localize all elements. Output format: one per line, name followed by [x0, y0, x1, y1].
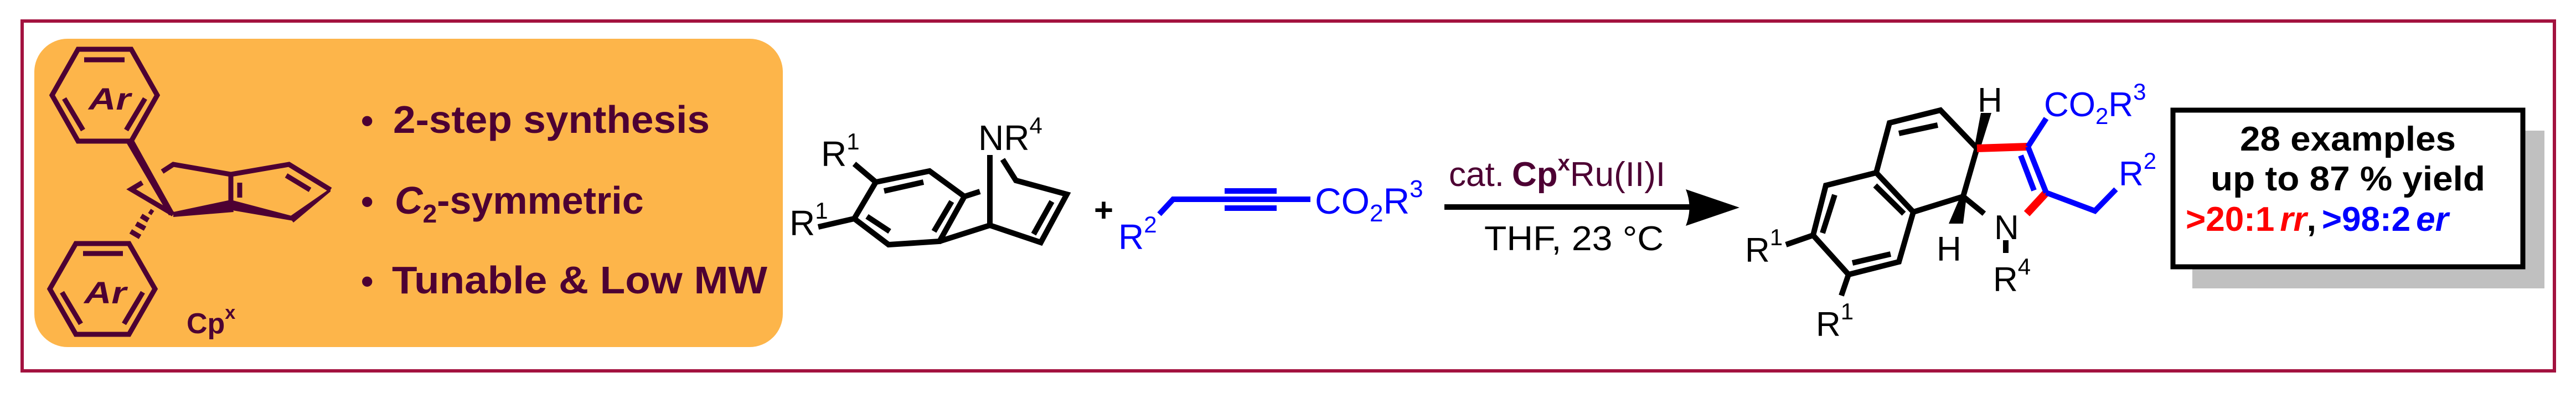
- alkyne-ester-r: R: [1383, 180, 1410, 221]
- alkyne-r2-sup: 2: [1144, 211, 1157, 237]
- results-box-border: [2170, 107, 2526, 270]
- ligand-panel-background: [34, 39, 783, 347]
- alkyne-ester: CO2R3: [1315, 175, 1423, 227]
- feature-c2-symmetric: C2-symmetric: [395, 179, 644, 228]
- product-r4-sup: 4: [2018, 254, 2031, 280]
- cp-ligand-core-icon: [125, 138, 332, 239]
- product: H H N R4 CO2R3 R2 R1 R1: [1745, 79, 2156, 344]
- results-rr-label: rr: [2280, 200, 2308, 239]
- ligand-panel: Ar Ar Cpx: [34, 39, 783, 347]
- alkyne-bonds-icon: [1157, 188, 1310, 216]
- results-er-label: er: [2416, 200, 2450, 239]
- conditions-catalyst: cat.CpxRu(II)I: [1449, 151, 1665, 194]
- ligand-name-sup: x: [225, 302, 235, 323]
- feature-c2-post: -symmetric: [437, 179, 644, 222]
- product-r2: R2: [2119, 148, 2156, 193]
- conditions-catalyst-sup: x: [1558, 151, 1570, 175]
- ligand-name: Cpx: [187, 302, 235, 340]
- product-bonds-icon: [1785, 107, 2118, 297]
- product-r2-sup: 2: [2144, 148, 2156, 174]
- product-n: N: [1994, 209, 2019, 247]
- reactant-azabicycle: NR4 R1 R1: [789, 112, 1071, 248]
- reactant-alkyne: R2 CO2R3: [1118, 175, 1423, 257]
- aryl-label-bottom: Ar: [83, 275, 128, 310]
- results-rr-value: >20:1: [2186, 200, 2274, 239]
- feature-tunable-low-mw: Tunable & Low MW: [392, 258, 767, 302]
- product-r1-left: R1: [1745, 224, 1783, 270]
- product-r2-text: R: [2119, 155, 2144, 193]
- results-examples: 28 examples: [2240, 120, 2456, 158]
- aryl-label-top: Ar: [87, 81, 133, 116]
- alkyne-ester-sup: 3: [1410, 175, 1423, 203]
- alkyne-r2: R2: [1118, 211, 1157, 257]
- alkyne-ester-sub: 2: [1370, 200, 1383, 227]
- arrow-head-icon: [1686, 189, 1739, 226]
- reactant-n-sup: 4: [1029, 112, 1042, 138]
- product-r1-bottom-text: R: [1816, 306, 1841, 344]
- ligand-name-base: Cp: [187, 308, 225, 340]
- conditions-solvent-temp: THF, 23 °C: [1484, 220, 1664, 258]
- feature-bullet: •: [361, 261, 373, 301]
- feature-list: • 2-step synthesis • C2-symmetric • Tuna…: [361, 98, 767, 302]
- results-yield: up to 87 % yield: [2211, 160, 2485, 198]
- conditions-metal: Ru(II)I: [1570, 156, 1665, 194]
- reactant-r1-bottom: R1: [789, 198, 828, 243]
- results-er-value: >98:2: [2322, 200, 2410, 239]
- feature-bullet: •: [361, 101, 373, 141]
- product-h-top: H: [1978, 81, 2002, 120]
- product-r1-left-sup: 1: [1770, 224, 1783, 250]
- reaction-arrow: [1444, 189, 1739, 226]
- conditions-catalyst-name: Cp: [1512, 156, 1558, 194]
- product-ester-co: CO: [2044, 86, 2095, 124]
- product-ester: CO2R3: [2044, 79, 2146, 129]
- product-ester-sup: 3: [2133, 79, 2146, 105]
- reactant-n-label: NR4: [978, 112, 1042, 158]
- feature-c2-pre: C: [395, 179, 424, 222]
- product-r4: R4: [1993, 254, 2031, 299]
- reactant-n-text: NR: [978, 118, 1029, 158]
- alkyne-ester-co: CO: [1315, 180, 1370, 221]
- reactant-r1-top-text: R: [821, 134, 846, 174]
- alkyne-r2-text: R: [1118, 217, 1144, 257]
- product-r1-bottom-sup: 1: [1841, 298, 1854, 324]
- feature-bullet: •: [361, 182, 373, 221]
- feature-2-step-synthesis: 2-step synthesis: [393, 98, 710, 141]
- reactant-r1-bottom-text: R: [789, 203, 815, 243]
- plus-sign: +: [1094, 192, 1113, 229]
- product-h-bottom: H: [1937, 230, 1961, 268]
- conditions-cat: cat.: [1449, 156, 1504, 194]
- product-ester-sub: 2: [2095, 103, 2108, 129]
- azabicycle-bonds-icon: [817, 155, 1071, 248]
- reactant-r1-bottom-sup: 1: [815, 198, 828, 224]
- product-r1-left-text: R: [1745, 231, 1770, 270]
- reactant-r1-top-sup: 1: [846, 128, 859, 154]
- product-ester-r: R: [2108, 86, 2133, 124]
- product-r4-text: R: [1993, 261, 2018, 299]
- reactant-r1-top: R1: [821, 128, 860, 174]
- product-r1-bottom: R1: [1816, 298, 1854, 344]
- aryl-ring-bottom-icon: Ar: [47, 241, 158, 337]
- feature-c2-sub: 2: [423, 199, 437, 228]
- results-separator: ,: [2307, 200, 2316, 239]
